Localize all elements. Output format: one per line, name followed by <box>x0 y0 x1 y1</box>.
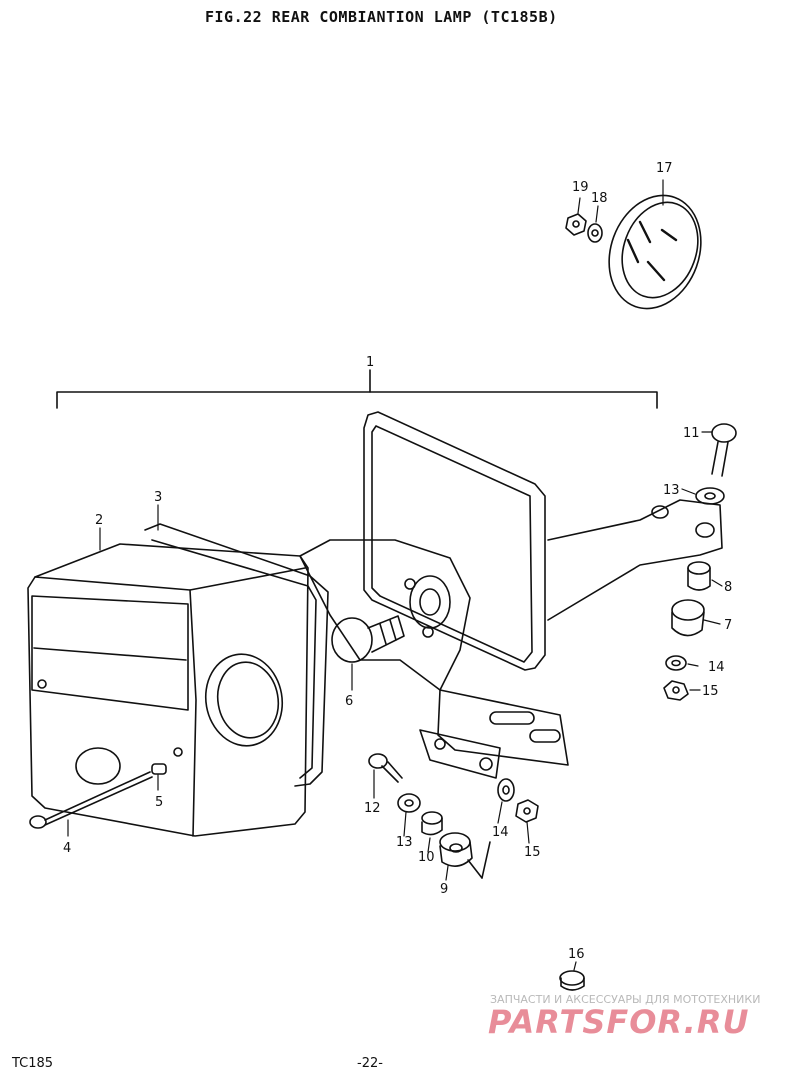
callout-13-lower: 13 <box>396 835 413 850</box>
callout-14-right: 14 <box>708 660 725 675</box>
callout-12: 12 <box>364 801 381 816</box>
callout-11: 11 <box>683 426 700 441</box>
washer-13-right <box>695 487 725 505</box>
assembly-bracket <box>56 369 658 409</box>
footer-model: TC185 <box>12 1056 54 1071</box>
washer-13-lower <box>397 793 421 813</box>
callout-16: 16 <box>568 947 585 962</box>
bulb-6 <box>331 615 405 663</box>
watermark-subtitle: ЗАПЧАСТИ И АКСЕССУАРЫ ДЛЯ МОТОТЕХНИКИ <box>490 993 761 1006</box>
callout-14-lower: 14 <box>492 825 509 840</box>
leader-lines <box>67 179 723 971</box>
footer-page-number: -22- <box>357 1056 383 1071</box>
callout-4: 4 <box>63 841 71 856</box>
spacer-8 <box>687 561 711 591</box>
callout-3: 3 <box>154 490 162 505</box>
washer-18 <box>587 223 603 243</box>
callout-6: 6 <box>345 694 353 709</box>
gasket-3 <box>144 523 329 787</box>
license-plate-bracket <box>299 411 723 779</box>
callout-labels: 1 2 3 4 5 6 7 8 9 10 11 12 13 13 14 14 1… <box>63 161 732 962</box>
nut-15-right <box>663 680 689 701</box>
watermark-brand: PARTSFOR.RU <box>488 1003 750 1041</box>
spacer-10 <box>421 811 443 836</box>
part-5 <box>151 763 167 775</box>
callout-8: 8 <box>724 580 732 595</box>
callout-15-right: 15 <box>702 684 719 699</box>
bolt-11 <box>711 423 737 477</box>
callout-2: 2 <box>95 513 103 528</box>
bolt-12 <box>368 753 403 783</box>
callout-9: 9 <box>440 882 448 897</box>
nut-15-lower <box>515 799 539 823</box>
washer-14-lower <box>497 778 515 802</box>
callout-10: 10 <box>418 850 435 865</box>
callout-17: 17 <box>656 161 673 176</box>
reflector-17 <box>608 194 702 310</box>
nut-19 <box>565 213 587 236</box>
callout-15-lower: 15 <box>524 845 541 860</box>
callout-19: 19 <box>572 180 589 195</box>
figure-title: FIG.22 REAR COMBIANTION LAMP (TC185B) <box>205 8 558 26</box>
callout-13-right: 13 <box>663 483 680 498</box>
callout-5: 5 <box>155 795 163 810</box>
lamp-housing-2 <box>27 543 309 837</box>
callout-18: 18 <box>591 191 608 206</box>
callout-7: 7 <box>724 618 732 633</box>
washer-14-right <box>665 655 687 671</box>
screw-4 <box>29 771 153 829</box>
callout-1: 1 <box>366 355 374 370</box>
grommet-7 <box>671 599 705 637</box>
grommet-9 <box>439 832 491 879</box>
part-16 <box>559 970 585 991</box>
